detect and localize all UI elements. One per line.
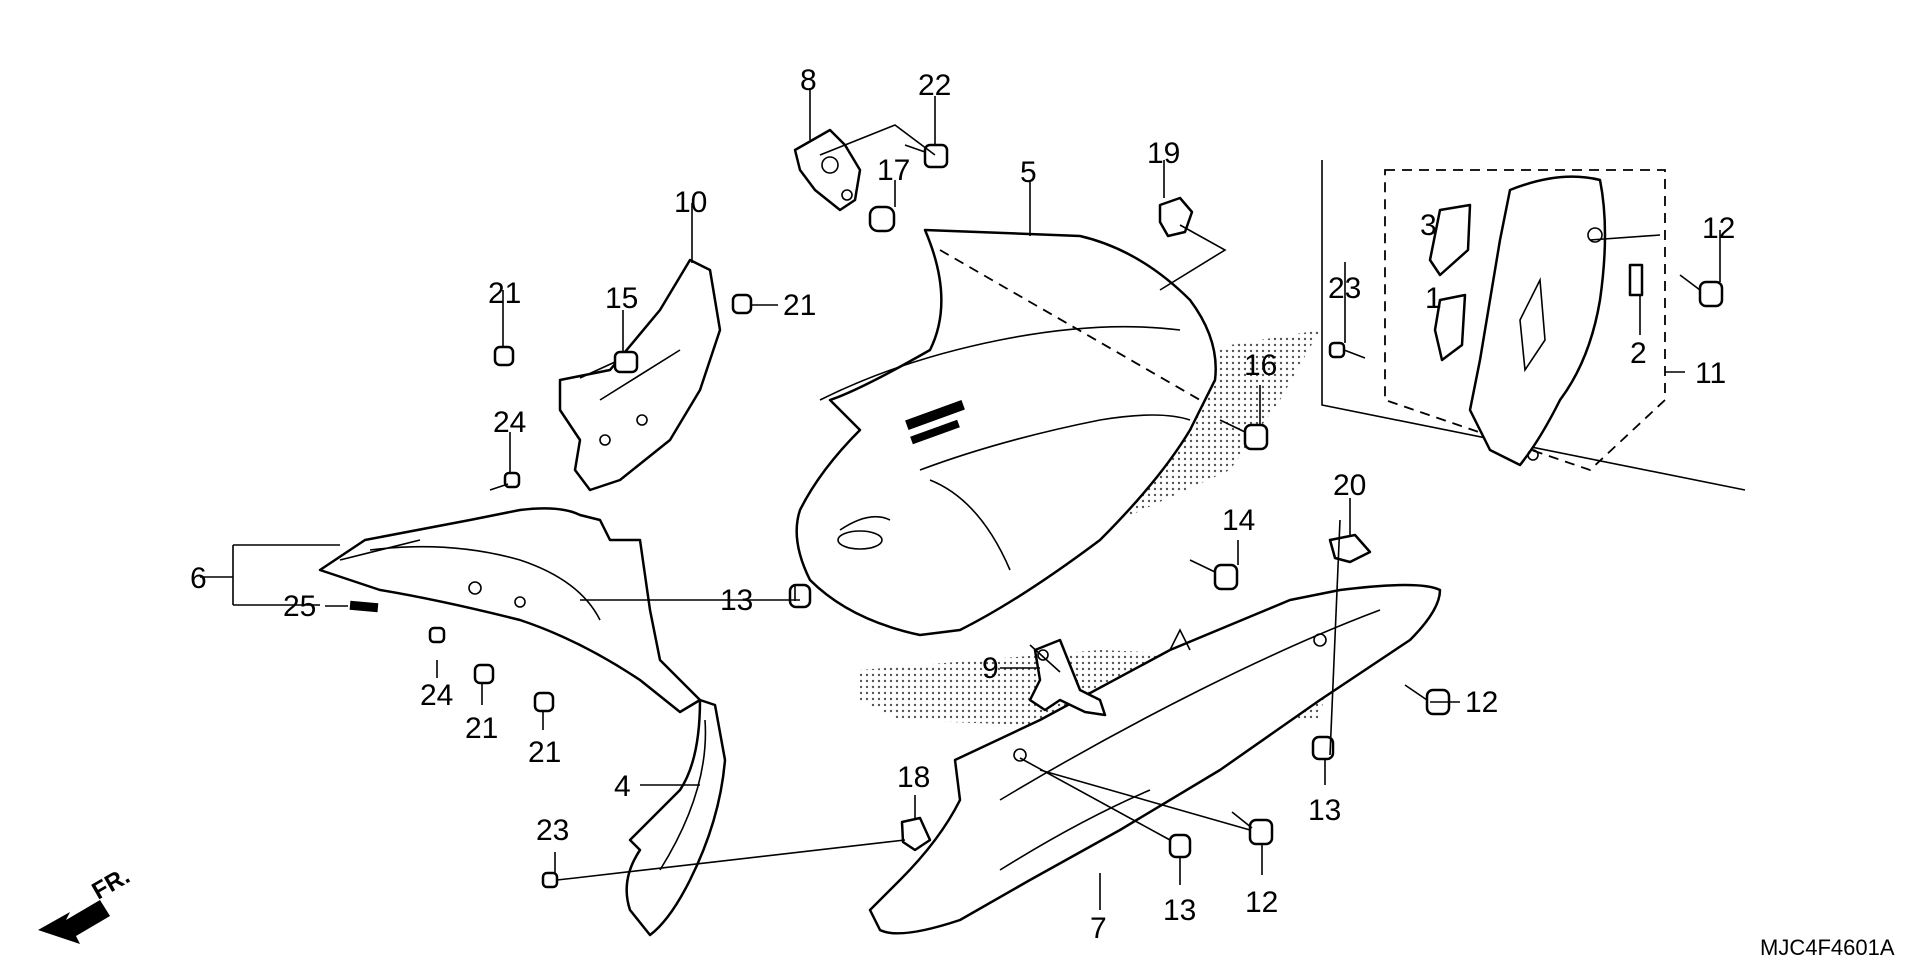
part-22-bolt	[904, 143, 949, 169]
label-part-24-lower: 24	[420, 679, 453, 712]
label-part-8: 8	[800, 64, 817, 97]
label-part-2: 2	[1630, 337, 1647, 370]
label-part-17: 17	[877, 154, 910, 187]
screw-23-right	[1328, 341, 1366, 359]
screw-21-upper-left	[493, 345, 515, 367]
bolt-12-right	[1404, 684, 1451, 716]
label-part-24-upper: 24	[493, 406, 526, 439]
screw-23-lower	[541, 871, 576, 889]
label-part-25: 25	[283, 590, 316, 623]
part-9-bracket	[1028, 638, 1107, 717]
label-part-16: 16	[1244, 349, 1277, 382]
part-20-clip	[1328, 533, 1372, 564]
part-11-assembly	[1321, 160, 1746, 491]
fastener-group	[428, 274, 1724, 889]
label-part-9: 9	[982, 652, 999, 685]
bolt-14	[1189, 559, 1239, 591]
bolt-13-left	[788, 583, 812, 609]
part-labels: 1 2 3 4 5 6 7 8 9 10 11 12 12 12 13 13 1…	[190, 64, 1735, 945]
label-part-14: 14	[1222, 504, 1255, 537]
part-18-clip	[900, 816, 932, 852]
label-part-22: 22	[918, 69, 951, 102]
label-part-13-left: 13	[720, 584, 753, 617]
bolt-12-lower	[1231, 811, 1274, 846]
label-part-18: 18	[897, 761, 930, 794]
screw-21-mid	[473, 663, 495, 685]
part-8-bracket	[793, 128, 862, 212]
screw-21-upper-right	[731, 293, 753, 315]
front-direction-arrow: FR.	[38, 862, 134, 944]
drawing-code: MJC4F4601A	[1760, 935, 1895, 960]
label-part-21-upper-right: 21	[783, 289, 816, 322]
part-19-clip	[1158, 196, 1194, 238]
label-part-13-lower: 13	[1163, 894, 1196, 927]
label-part-13-right: 13	[1308, 794, 1341, 827]
bolt-13-lower	[1168, 833, 1192, 859]
front-direction-label: FR.	[88, 862, 135, 905]
leader-lines	[200, 88, 1721, 910]
screw-24-lower	[428, 626, 446, 644]
screw-21-low	[533, 691, 555, 713]
part-10-bracket	[558, 258, 722, 492]
label-part-15: 15	[605, 282, 638, 315]
part-7-under-cowl	[868, 583, 1442, 935]
part-5-upper-cowl	[795, 228, 1217, 637]
label-part-20: 20	[1333, 469, 1366, 502]
label-part-6: 6	[190, 562, 207, 595]
label-part-3: 3	[1420, 209, 1437, 242]
label-part-21-upper-left: 21	[488, 277, 521, 310]
bolt-15	[579, 350, 639, 379]
label-part-4: 4	[614, 770, 631, 803]
part-4-inner-cover	[625, 698, 727, 937]
part-17-collar	[868, 205, 896, 233]
screw-24-upper	[489, 471, 521, 491]
label-part-23-right: 23	[1328, 272, 1361, 305]
label-part-19: 19	[1147, 137, 1180, 170]
part-25-seal	[349, 600, 379, 613]
label-part-10: 10	[674, 186, 707, 219]
label-part-23-lower: 23	[536, 814, 569, 847]
label-part-1: 1	[1425, 282, 1442, 315]
part-6-inner-panel	[318, 507, 702, 714]
label-part-12-upper: 12	[1702, 212, 1735, 245]
bolt-12-upper	[1679, 274, 1724, 308]
label-part-21-low: 21	[528, 736, 561, 769]
label-part-5: 5	[1020, 156, 1037, 189]
label-part-11: 11	[1695, 357, 1726, 390]
bolt-13-right	[1311, 735, 1335, 761]
label-part-12-lower: 12	[1245, 886, 1278, 919]
bolt-16	[1219, 419, 1269, 451]
label-part-12-right: 12	[1465, 686, 1498, 719]
label-part-7: 7	[1090, 912, 1107, 945]
label-part-21-mid: 21	[465, 712, 498, 745]
